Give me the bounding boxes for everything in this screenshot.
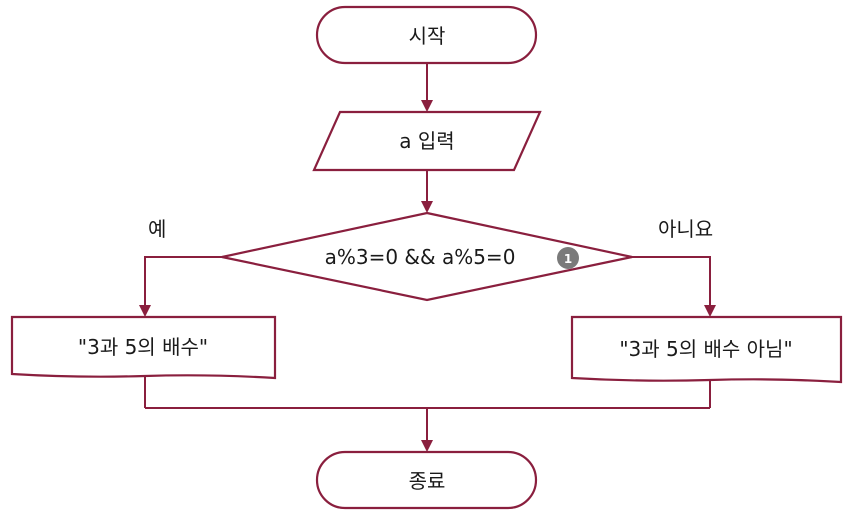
start-terminal: 시작 bbox=[315, 5, 538, 65]
start-label: 시작 bbox=[409, 24, 446, 48]
branch-no-label: 아니요 bbox=[658, 217, 713, 241]
decision-block: a%3=0 && a%5=0 1 bbox=[221, 211, 633, 302]
input-block: a 입력 bbox=[312, 110, 542, 172]
connectors bbox=[139, 63, 716, 452]
step-badge: 1 bbox=[557, 247, 579, 269]
input-label: a 입력 bbox=[399, 129, 454, 153]
arrow-decision-to-yes bbox=[139, 256, 222, 317]
arrow-decision-to-no bbox=[632, 256, 716, 317]
output-no-block: "3과 5의 배수 아님" bbox=[570, 315, 843, 384]
output-yes-label: "3과 5의 배수" bbox=[78, 335, 208, 359]
decision-label: a%3=0 && a%5=0 bbox=[325, 245, 516, 269]
branch-yes-label: 예 bbox=[148, 217, 166, 241]
end-label: 종료 bbox=[409, 469, 446, 493]
output-yes-block: "3과 5의 배수" bbox=[10, 315, 277, 380]
step-badge-number: 1 bbox=[564, 252, 572, 266]
output-no-label: "3과 5의 배수 아님" bbox=[619, 337, 792, 361]
end-terminal: 종료 bbox=[315, 450, 538, 510]
